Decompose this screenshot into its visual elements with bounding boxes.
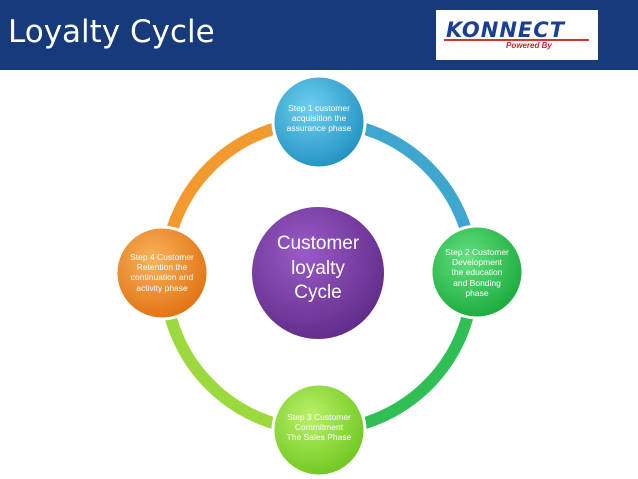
step-label-line: assurance phase [286, 123, 352, 134]
step-label-line: phase [465, 287, 489, 298]
logo-brand: KONNECT [446, 18, 566, 42]
step-2-label: Step 2 Customer Development the educatio… [436, 247, 518, 298]
step-label-line: acquisition the [291, 113, 347, 124]
center-label: Customer loyalty Cycle [258, 232, 378, 306]
step-label-line: Step 3 Customer [287, 412, 351, 422]
step-label-line: the education [451, 267, 503, 278]
konnect-logo: KONNECT Powered By [436, 10, 598, 60]
step-label-line: Commitment [294, 422, 344, 433]
logo-stripe [444, 39, 589, 41]
step-label-line: continuation and [130, 272, 194, 283]
center-line: loyalty [291, 257, 345, 279]
step-label-line: and Bonding [453, 277, 501, 288]
step-3-circle [271, 382, 367, 478]
step-4-circle [114, 225, 210, 321]
step-label-line: activity phase [136, 282, 188, 293]
step-label-line: Development [451, 257, 503, 268]
slide-title: Loyalty Cycle [8, 14, 215, 50]
step-3-label: Step 3 Customer Commitment The Sales Pha… [278, 412, 360, 443]
step-label-line: Step 4 Customer [130, 252, 194, 262]
step-1-circle [271, 74, 367, 170]
center-circle [248, 203, 388, 343]
logo-tagline: Powered By [506, 41, 552, 50]
step-1-label: Step 1 customer acquisition the assuranc… [278, 103, 360, 134]
step-label-line: The Sales Phase [286, 432, 352, 443]
step-4-label: Step 4 Customer Retention the continuati… [120, 252, 204, 293]
step-label-line: Step 2 Customer [445, 247, 509, 257]
center-line: Customer [276, 233, 360, 254]
step-2-circle [429, 224, 525, 320]
center-line: Cycle [294, 282, 342, 304]
step-label-line: Retention the [136, 262, 188, 273]
step-label-line: Step 1 customer [288, 103, 350, 113]
title-bar: Loyalty Cycle KONNECT Powered By [0, 0, 638, 70]
